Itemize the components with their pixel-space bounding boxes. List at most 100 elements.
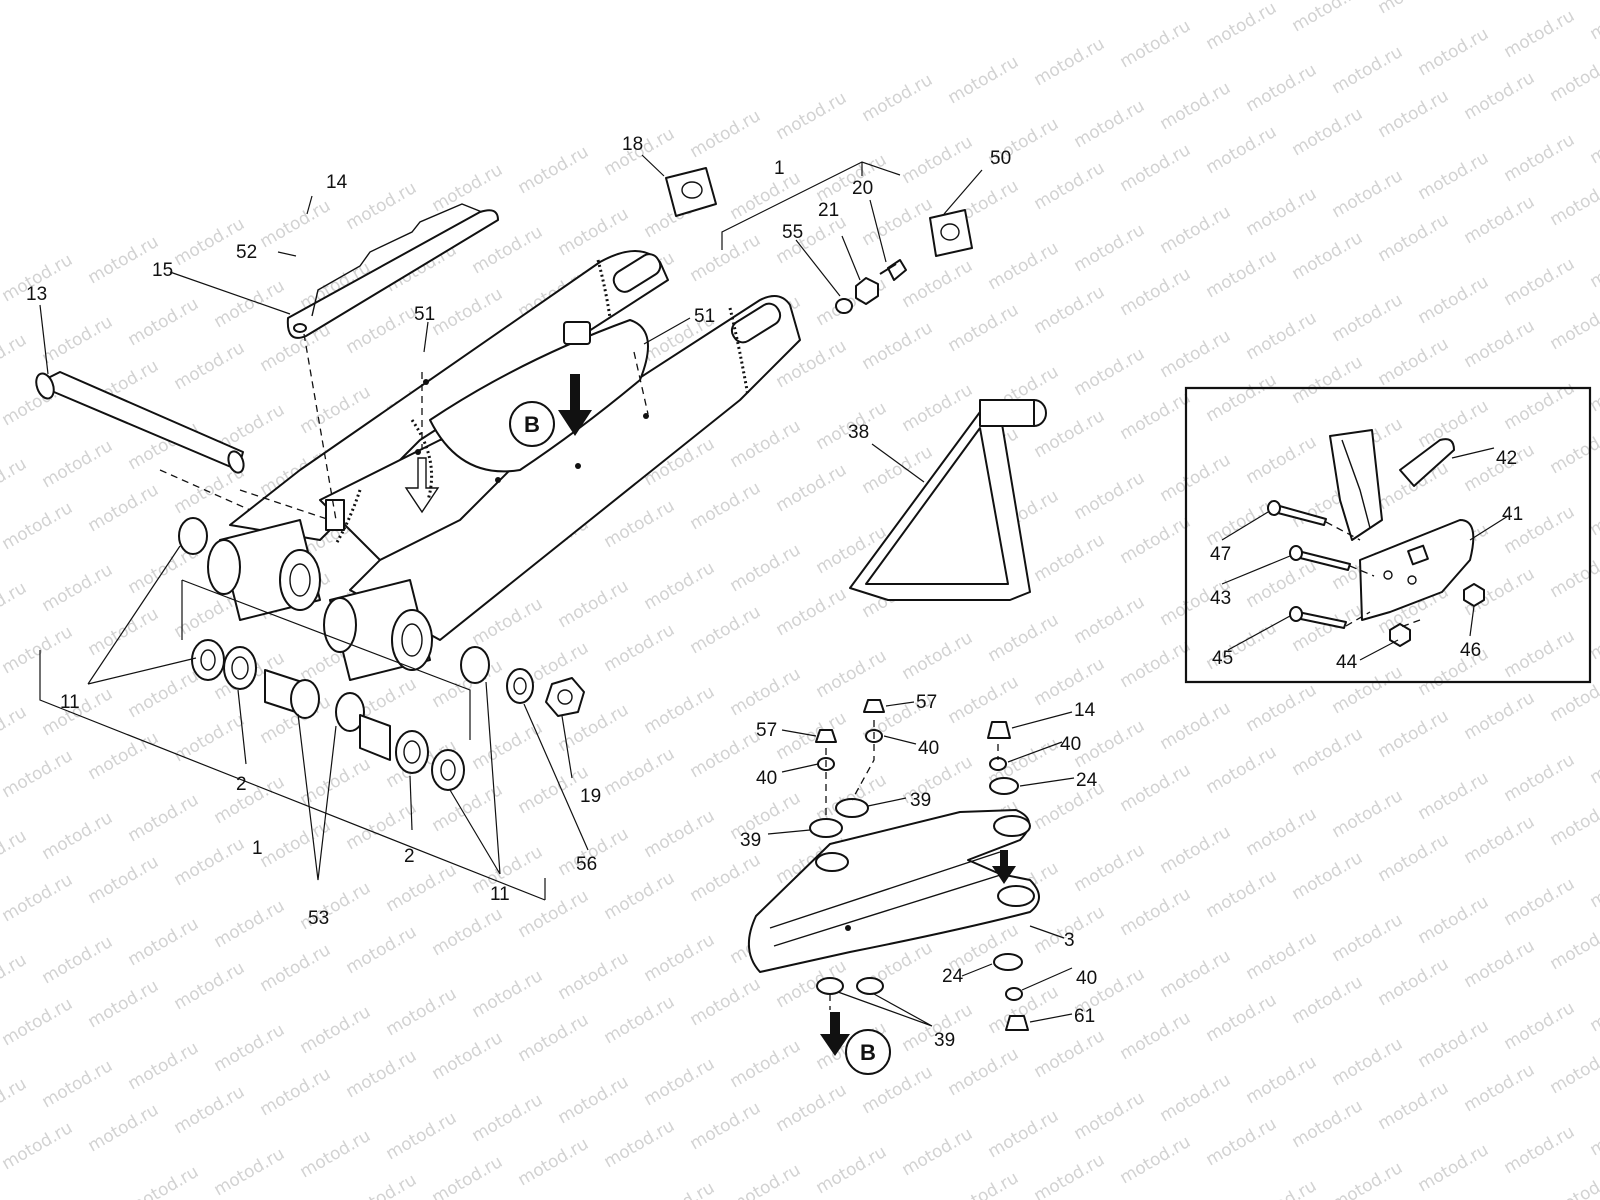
callout-40: 40 [1076,968,1097,989]
watermark-text: motod.ru [1243,928,1321,984]
watermark-text: motod.ru [171,338,249,394]
watermark-text: motod.ru [1461,688,1539,744]
watermark-text: motod.ru [1031,34,1109,90]
callout-3: 3 [1064,930,1075,951]
watermark-text: motod.ru [555,948,633,1004]
watermark-text: motod.ru [687,850,765,906]
watermark-text: motod.ru [1071,1088,1149,1144]
watermark-text: motod.ru [1547,670,1600,726]
watermark-text: motod.ru [601,620,679,676]
watermark-text: motod.ru [429,160,507,216]
watermark-text: motod.ru [1461,68,1539,124]
watermark-text: motod.ru [859,318,937,374]
watermark-text: motod.ru [0,994,76,1050]
watermark-text: motod.ru [945,1168,1023,1200]
watermark-text: motod.ru [1415,892,1493,948]
watermark-text: motod.ru [1375,1078,1453,1134]
watermark-text: motod.ru [1501,378,1579,434]
watermark-text: motod.ru [1329,1034,1407,1090]
watermark-text: motod.ru [1243,184,1321,240]
watermark-text: motod.ru [1375,706,1453,762]
watermark-text: motod.ru [0,622,76,678]
watermark-text: motod.ru [1547,298,1600,354]
watermark-text: motod.ru [687,478,765,534]
watermark-text: motod.ru [171,710,249,766]
watermark-text: motod.ru [899,1124,977,1180]
watermark-text: motod.ru [1203,370,1281,426]
watermark-text: motod.ru [39,932,117,988]
watermark-text: motod.ru [555,576,633,632]
callout-19: 19 [580,786,601,807]
watermark-text: motod.ru [429,1028,507,1084]
watermark-text: motod.ru [469,1090,547,1146]
watermark-text: motod.ru [1501,130,1579,186]
watermark-text: motod.ru [85,232,163,288]
watermark-text: motod.ru [1157,450,1235,506]
watermark-text: motod.ru [0,826,30,882]
group-brackets [39,161,901,901]
watermark-text: motod.ru [1031,282,1109,338]
callout-44: 44 [1336,652,1358,673]
watermark-text: motod.ru [601,744,679,800]
callout-55: 55 [782,222,803,243]
callout-14: 14 [326,172,348,193]
watermark-text: motod.ru [1461,1060,1539,1116]
watermark-text: motod.ru [125,914,203,970]
watermark-text: motod.ru [1243,680,1321,736]
watermark-text: motod.ru [1157,326,1235,382]
watermark-text: motod.ru [343,1046,421,1102]
paddock-stand [849,399,1047,601]
watermark-text: motod.ru [39,560,117,616]
watermark-text: motod.ru [1547,174,1600,230]
watermark-text: motod.ru [343,922,421,978]
watermark-text: motod.ru [601,496,679,552]
watermark-text: motod.ru [1289,972,1367,1028]
watermark-text: motod.ru [1203,742,1281,798]
watermark-text: motod.ru [1329,910,1407,966]
watermark-text: motod.ru [641,1054,719,1110]
watermark-text: motod.ru [1031,654,1109,710]
watermark-text: motod.ru [1415,1140,1493,1196]
watermark-text: motod.ru [687,974,765,1030]
watermark-text: motod.ru [1071,716,1149,772]
callout-50: 50 [990,148,1011,169]
watermark-text: motod.ru [1415,148,1493,204]
watermark-text: motod.ru [1243,432,1321,488]
watermark-text: motod.ru [813,646,891,702]
watermark-text: motod.ru [1203,0,1281,54]
watermark-text: motod.ru [1071,344,1149,400]
callout-24: 24 [942,966,964,987]
watermark-text: motod.ru [39,312,117,368]
watermark-text: motod.ru [1243,1176,1321,1200]
watermark-text: motod.ru [171,1082,249,1138]
watermark-text: motod.ru [945,300,1023,356]
watermark-text: motod.ru [1203,246,1281,302]
watermark-text: motod.ru [1501,626,1579,682]
watermark-text: motod.ru [1157,822,1235,878]
watermark-text: motod.ru [39,436,117,492]
watermark-text: motod.ru [1243,308,1321,364]
watermark-text: motod.ru [383,860,461,916]
watermark-text: motod.ru [641,1178,719,1200]
callout-56: 56 [576,854,597,875]
watermark-text: motod.ru [1117,884,1195,940]
watermark-text: motod.ru [1375,0,1453,18]
watermark-text: motod.ru [1117,1132,1195,1188]
watermark-text: motod.ru [1289,1096,1367,1152]
watermark-text: motod.ru [727,1036,805,1092]
watermark-text: motod.ru [171,834,249,890]
callout-52: 52 [236,242,257,263]
callout-51: 51 [694,306,715,327]
watermark-text: motod.ru [687,106,765,162]
watermark-text: motod.ru [1501,6,1579,62]
watermark-text: motod.ru [0,1074,30,1130]
watermark-text: motod.ru [601,992,679,1048]
watermark-text: motod.ru [1289,724,1367,780]
watermark-text: motod.ru [1117,16,1195,72]
callout-61: 61 [1074,1006,1095,1027]
upper-view-marker: B [404,374,592,514]
watermark-text: motod.ru [1329,290,1407,346]
watermark-text: motod.ru [0,702,30,758]
watermark-text: motod.ru [1501,1122,1579,1178]
callout-40: 40 [918,738,939,759]
